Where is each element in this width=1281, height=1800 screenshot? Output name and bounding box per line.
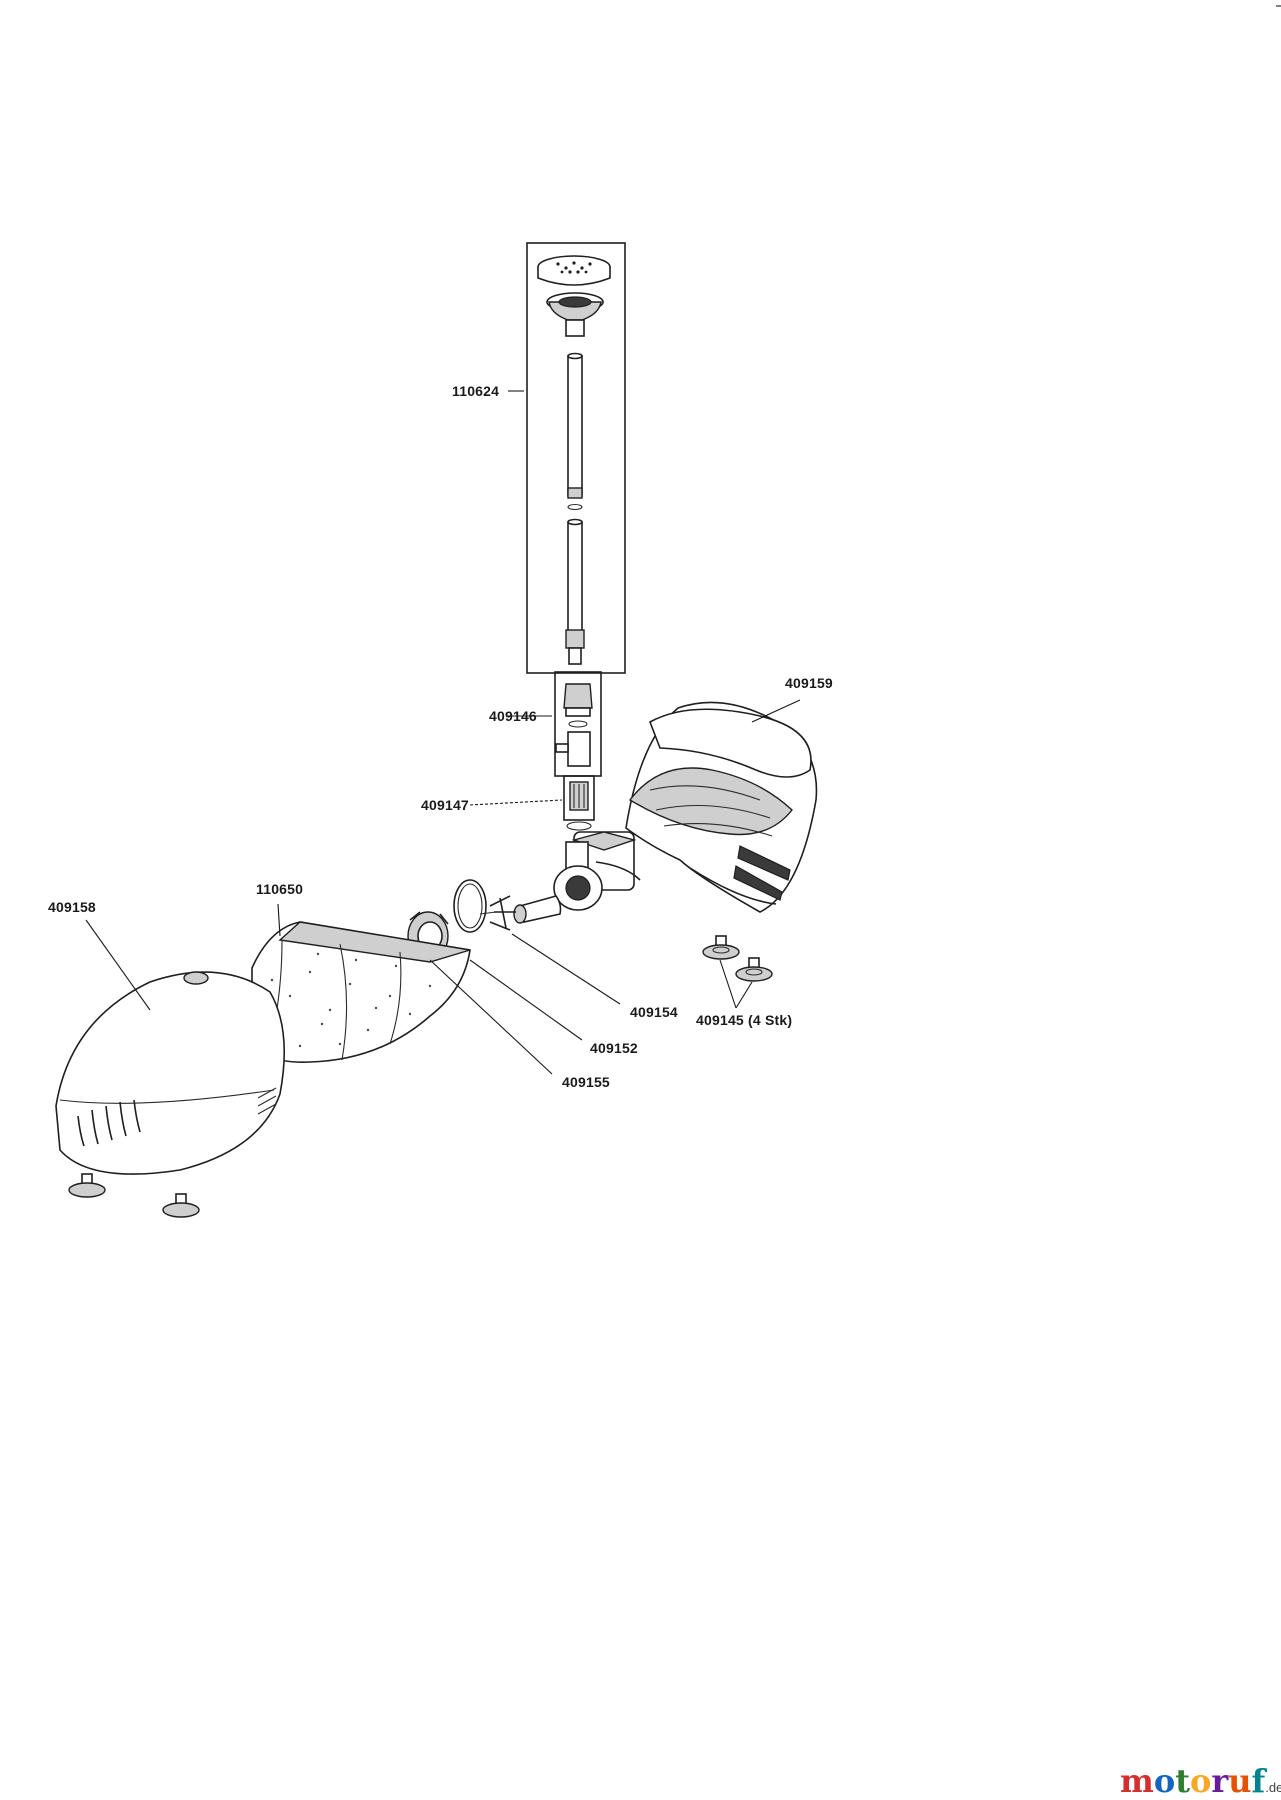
rotor-impeller xyxy=(479,895,562,931)
part-label-409154: 409154 xyxy=(630,1004,678,1020)
part-label-409155: 409155 xyxy=(562,1074,610,1090)
part-label-409147: 409147 xyxy=(421,797,469,813)
leader-lines xyxy=(85,5,1281,1075)
suction-cups-right xyxy=(702,935,773,982)
logo-tld: .de xyxy=(1265,1780,1281,1795)
motoruf-logo: motoruf.de xyxy=(1120,1762,1281,1800)
suction-cups-left xyxy=(68,1173,200,1218)
connector-assembly xyxy=(554,671,602,777)
logo-letter: t xyxy=(1175,1762,1190,1800)
o-ring xyxy=(453,879,487,933)
part-label-409146: 409146 xyxy=(489,708,537,724)
logo-letter: o xyxy=(1153,1762,1176,1800)
part-label-409145: 409145 (4 Stk) xyxy=(696,1012,793,1028)
logo-letter: o xyxy=(1189,1762,1212,1800)
logo-letter: u xyxy=(1228,1762,1252,1800)
fountain-tube-assembly xyxy=(526,242,626,674)
logo-wordmark: motoruf xyxy=(1120,1762,1265,1800)
part-label-110650: 110650 xyxy=(256,881,304,897)
pump-motor xyxy=(553,831,641,911)
part-label-409152: 409152 xyxy=(590,1040,638,1056)
logo-letter: f xyxy=(1251,1762,1266,1800)
part-label-409158: 409158 xyxy=(48,899,96,915)
cover-shell xyxy=(55,971,286,1175)
pump-base-housing xyxy=(625,701,818,913)
logo-letter: r xyxy=(1211,1762,1229,1800)
part-label-110624: 110624 xyxy=(452,383,500,399)
check-valve xyxy=(563,775,595,831)
part-label-409159: 409159 xyxy=(785,675,833,691)
logo-letter: m xyxy=(1120,1762,1154,1800)
